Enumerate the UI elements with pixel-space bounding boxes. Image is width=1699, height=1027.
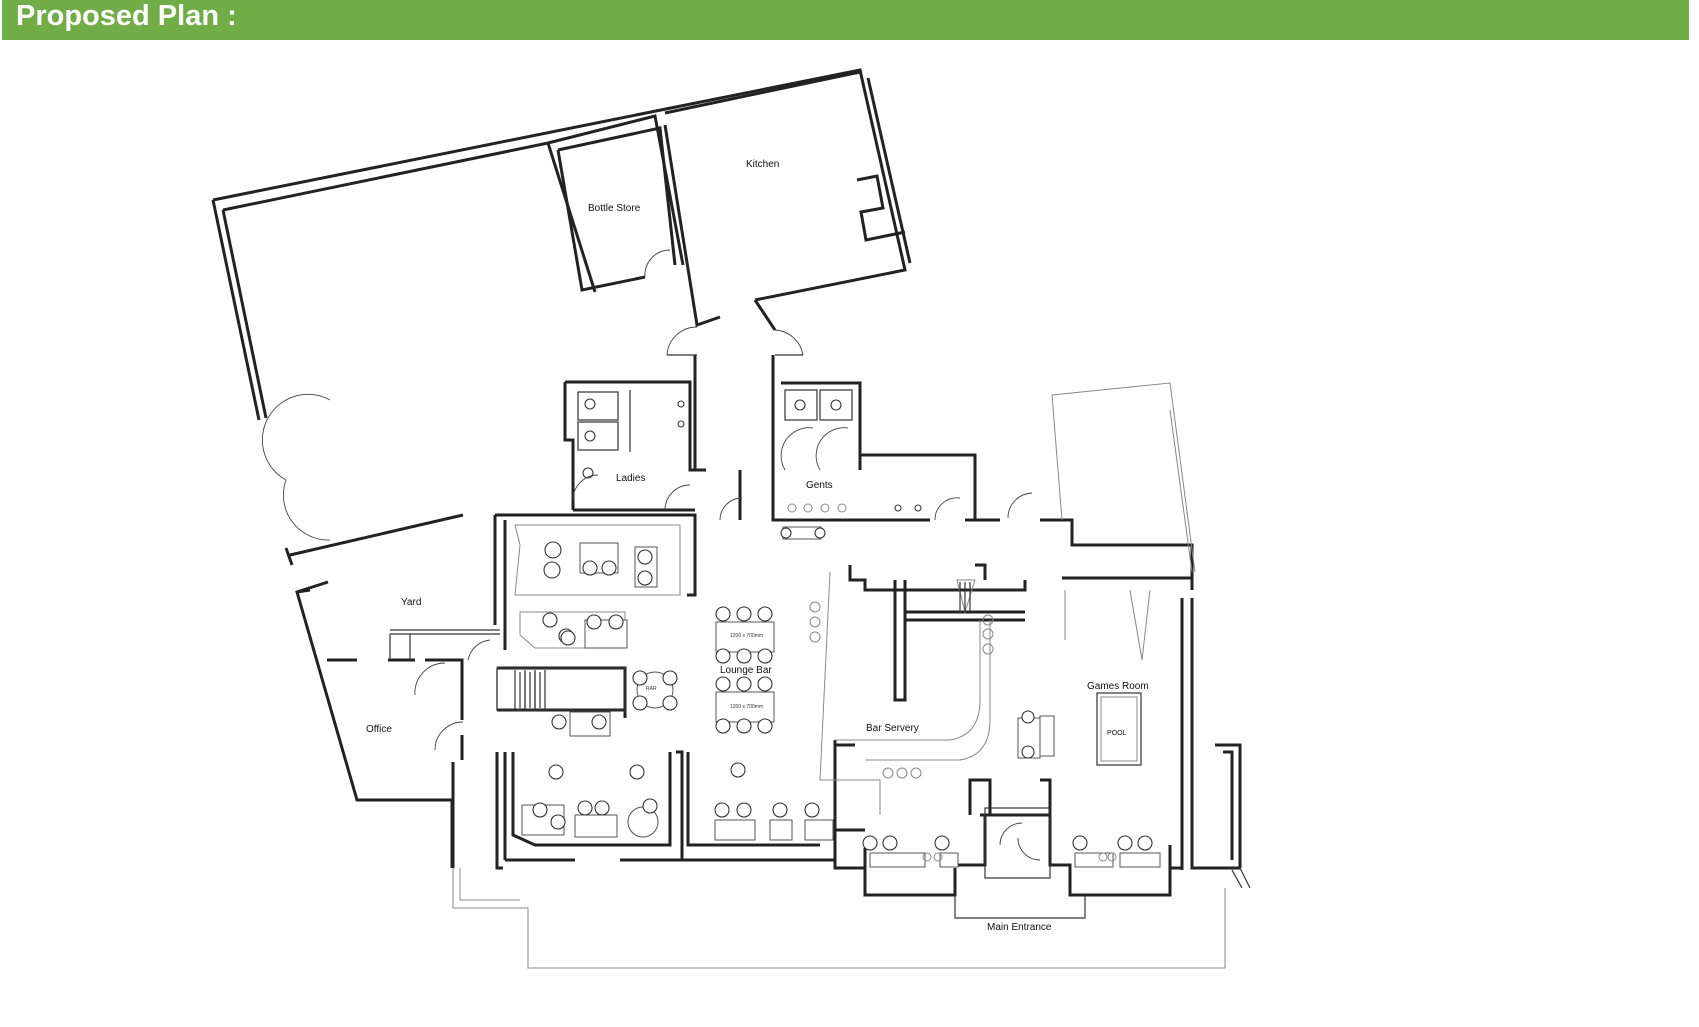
room-label-bottle-store: Bottle Store (588, 203, 641, 214)
room-label-ladies: Ladies (616, 473, 645, 484)
games-room (1017, 382, 1251, 889)
main-entrance (452, 778, 1226, 969)
svg-text:1200 x 700mm: 1200 x 700mm (730, 704, 763, 710)
room-label-main-entrance: Main Entrance (987, 922, 1052, 933)
north-walls (211, 68, 912, 566)
room-label-office: Office (366, 724, 392, 735)
room-label-lounge-bar: Lounge Bar (720, 665, 772, 676)
lounge-furniture: RAR 1200 x 700mm 1200 x 700mm (521, 541, 1153, 851)
room-label-yard: Yard (401, 597, 421, 608)
room-label-bar-servery: Bar Servery (866, 723, 919, 734)
room-label-games-room: Games Room (1087, 681, 1149, 692)
room-label-kitchen: Kitchen (746, 159, 779, 170)
toilets (563, 355, 1074, 545)
page-title: Proposed Plan : (16, 0, 237, 32)
svg-text:RAR: RAR (646, 686, 657, 692)
pool-table-label: POOL (1107, 730, 1127, 737)
room-label-gents: Gents (806, 480, 833, 491)
stairs (496, 667, 626, 711)
svg-text:1200 x 700mm: 1200 x 700mm (730, 633, 763, 639)
room-labels: Bottle Store Kitchen Ladies Gents Yard O… (366, 159, 1149, 933)
bar-servery (809, 563, 1027, 868)
header-bar: Proposed Plan : (2, 0, 1689, 40)
yard-office (295, 580, 500, 868)
